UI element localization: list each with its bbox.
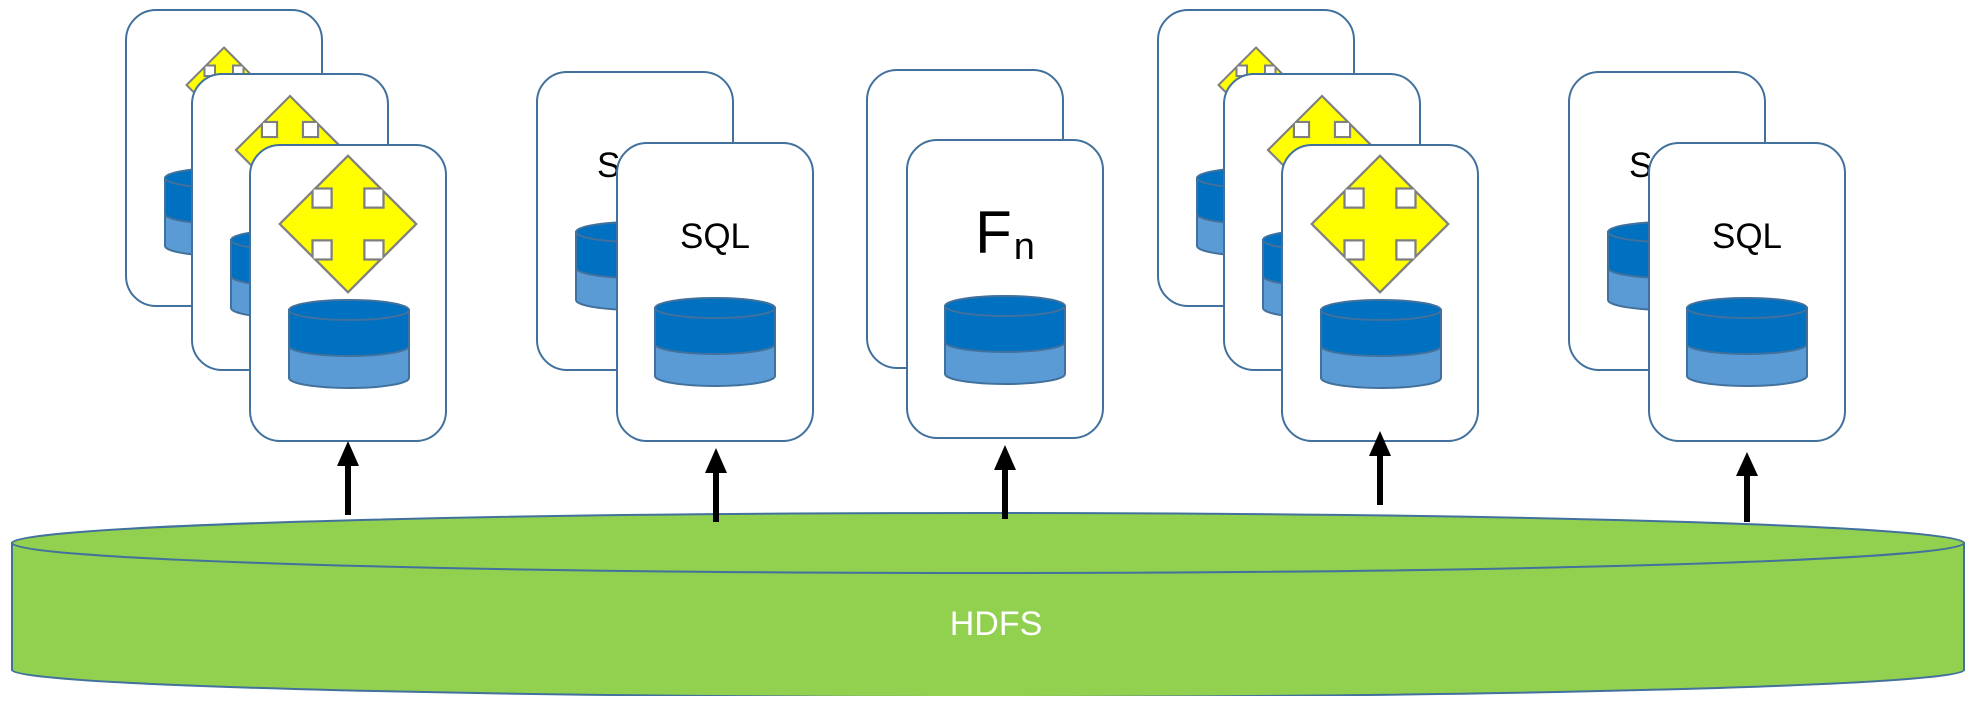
- function-subscript: n: [1014, 226, 1035, 268]
- mapreduce-stack-2: [1157, 9, 1479, 442]
- hdfs-cylinder-top: [11, 512, 1965, 574]
- function-label: Fn: [975, 199, 1035, 268]
- up-arrow: [705, 448, 727, 522]
- hdfs-label: HDFS: [950, 605, 1043, 643]
- sql-card: SQL: [1648, 142, 1846, 442]
- sql-label: SQL: [1712, 217, 1782, 256]
- database-icon: [944, 295, 1066, 385]
- mapreduce-stack-1: [125, 9, 447, 442]
- up-arrow: [1369, 431, 1391, 505]
- four-way-arrow-icon: [1310, 154, 1450, 294]
- database-icon: [288, 299, 410, 389]
- function-stack: Fn: [866, 69, 1104, 439]
- sql-stack-1: SQL SQL: [536, 71, 814, 442]
- mapreduce-card: [1281, 144, 1479, 442]
- sql-label: SQL: [680, 217, 750, 256]
- up-arrow: [1736, 452, 1758, 522]
- up-arrow: [994, 445, 1016, 519]
- database-icon: [1320, 299, 1442, 389]
- four-way-arrow-icon: [278, 154, 418, 294]
- hdfs-storage: HDFS: [11, 512, 1965, 698]
- mapreduce-card: [249, 144, 447, 442]
- up-arrow: [337, 441, 359, 515]
- sql-card: SQL: [616, 142, 814, 442]
- database-icon: [654, 297, 776, 387]
- database-icon: [1686, 297, 1808, 387]
- sql-stack-2: SQL SQL: [1568, 71, 1846, 442]
- function-card: Fn: [906, 139, 1104, 439]
